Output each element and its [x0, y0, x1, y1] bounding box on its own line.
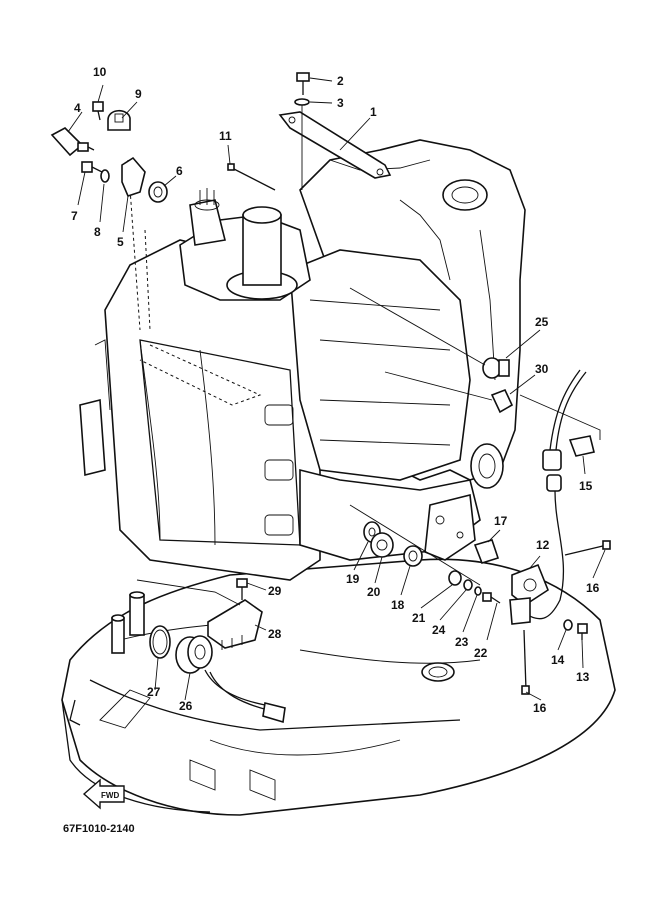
callout-27: 27 — [147, 685, 161, 699]
part-13-bolt — [577, 623, 588, 640]
callout-1: 1 — [370, 105, 377, 119]
callout-23: 23 — [455, 635, 469, 649]
callout-6: 6 — [176, 164, 183, 178]
callout-26: 26 — [179, 699, 193, 713]
part-4-sensor — [50, 127, 95, 157]
leader-lines — [67, 77, 606, 701]
callout-3: 3 — [337, 96, 344, 110]
callout-16a: 16 — [586, 581, 600, 595]
part-23-washer — [474, 586, 482, 596]
callout-28: 28 — [268, 627, 282, 641]
callout-5: 5 — [117, 235, 124, 249]
part-20-grommet — [370, 532, 394, 558]
part-18-bracket — [424, 494, 476, 561]
part-8-washer — [100, 169, 110, 183]
part-14-washer — [563, 619, 573, 631]
callout-26-30: 30 — [535, 362, 549, 376]
callout-13: 13 — [576, 670, 590, 684]
callout-21: 21 — [412, 611, 426, 625]
part-2-bolt — [296, 72, 310, 95]
part-30-clip — [490, 388, 514, 414]
callout-8: 8 — [94, 225, 101, 239]
callout-17: 17 — [494, 514, 508, 528]
part-16-tie-lower — [521, 629, 530, 695]
tray-posts — [111, 591, 145, 654]
part-6-grommet — [148, 181, 168, 203]
part-21-washer — [448, 570, 462, 586]
part-27-o-ring — [149, 625, 171, 659]
part-28-holder — [207, 599, 263, 650]
callout-18: 18 — [391, 598, 405, 612]
callout-25: 25 — [535, 315, 549, 329]
callout-9: 9 — [135, 87, 142, 101]
callout-16b: 16 — [533, 701, 547, 715]
callout-24: 24 — [432, 623, 446, 637]
part-22-bolt — [482, 592, 501, 604]
part-12-relay — [509, 563, 549, 625]
callout-29: 29 — [268, 584, 282, 598]
fwd-label: FWD — [101, 791, 119, 800]
part-10-screw — [92, 101, 104, 121]
part-16-tie-upper — [564, 540, 611, 556]
fwd-arrow-icon: FWD — [82, 778, 125, 810]
part-17-clip — [473, 539, 500, 564]
engine-block — [79, 139, 526, 581]
callout-2: 2 — [337, 74, 344, 88]
callouts: 1 2 3 4 5 6 7 8 9 10 11 12 13 14 15 16 1… — [71, 65, 600, 715]
callout-4: 4 — [74, 101, 81, 115]
part-1-bracket-plate — [278, 111, 392, 179]
part-5-bracket — [121, 156, 146, 197]
diagram-code: 67F1010-2140 — [63, 823, 135, 835]
bottom-cowling — [61, 558, 616, 816]
callout-14: 14 — [551, 653, 565, 667]
callout-10: 10 — [93, 65, 107, 79]
part-11-pin — [227, 163, 276, 191]
callout-20: 20 — [367, 585, 381, 599]
part-15-wire-harness — [519, 369, 595, 620]
part-7-bolt — [81, 161, 103, 173]
part-3-washer — [294, 98, 310, 106]
callout-12: 12 — [536, 538, 550, 552]
callout-22: 22 — [474, 646, 488, 660]
callout-7: 7 — [71, 209, 78, 223]
part-26-connector — [175, 635, 286, 724]
part-25-sensor — [482, 357, 510, 379]
part-24-washer — [463, 579, 473, 591]
part-18-ring — [403, 545, 423, 567]
callout-15: 15 — [579, 479, 593, 493]
callout-11: 11 — [219, 129, 232, 143]
callout-19: 19 — [346, 572, 360, 586]
